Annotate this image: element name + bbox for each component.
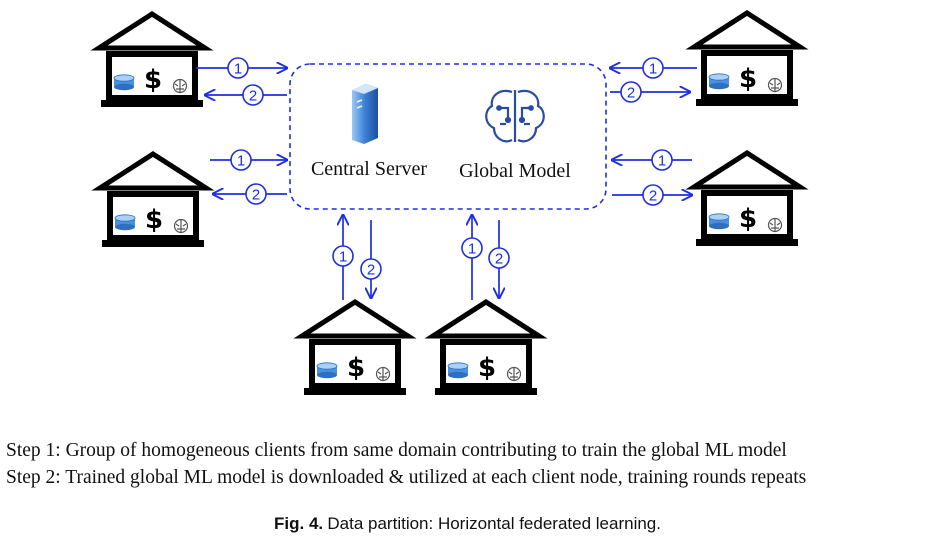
arrow-upload-top-left: 1 bbox=[196, 57, 287, 79]
figure-caption: Fig. 4. Data partition: Horizontal feder… bbox=[0, 514, 935, 534]
step-number: 1 bbox=[649, 61, 657, 78]
step-number: 2 bbox=[495, 251, 503, 268]
dollar-icon: $ bbox=[144, 65, 162, 95]
step-marker bbox=[642, 184, 664, 206]
roof bbox=[685, 150, 809, 190]
step-2-text: Step 2: Trained global ML model is downl… bbox=[6, 467, 807, 488]
step-marker bbox=[488, 247, 510, 269]
step-marker bbox=[227, 57, 249, 79]
step-marker bbox=[245, 183, 267, 205]
brain-icon bbox=[506, 366, 522, 382]
step-marker bbox=[651, 149, 673, 171]
building-base bbox=[696, 99, 798, 106]
caption-label: Fig. 4. bbox=[274, 514, 324, 533]
roof bbox=[685, 10, 809, 50]
step-marker bbox=[620, 81, 642, 103]
server-label: Central Server bbox=[311, 158, 427, 180]
dollar-icon: $ bbox=[739, 204, 757, 234]
client-middle-left: $ bbox=[91, 151, 215, 247]
building-base bbox=[101, 100, 203, 107]
arrow-download-top-left: 2 bbox=[205, 84, 287, 106]
database-icon bbox=[447, 362, 469, 379]
building-base bbox=[304, 388, 406, 395]
roof bbox=[293, 299, 417, 339]
step-marker bbox=[360, 258, 382, 280]
arrow-upload-bottom-right: 1 bbox=[461, 215, 483, 300]
step-number: 1 bbox=[237, 153, 245, 170]
arrow-download-middle-left: 2 bbox=[213, 183, 287, 205]
database-icon bbox=[708, 73, 730, 90]
dollar-icon: $ bbox=[478, 353, 496, 383]
building-base bbox=[102, 240, 204, 247]
brain-icon bbox=[172, 78, 188, 94]
arrow-download-bottom-left: 2 bbox=[360, 220, 382, 298]
arrow-upload-bottom-left: 1 bbox=[332, 215, 354, 300]
arrow-download-top-right: 2 bbox=[610, 81, 690, 103]
step-number: 2 bbox=[649, 188, 657, 205]
central-box bbox=[289, 63, 607, 210]
dollar-icon: $ bbox=[739, 64, 757, 94]
step-1-text: Step 1: Group of homogeneous clients fro… bbox=[6, 440, 787, 461]
server-icon bbox=[352, 84, 378, 144]
database-icon bbox=[114, 214, 136, 231]
step-marker bbox=[642, 57, 664, 79]
roof bbox=[90, 11, 214, 51]
dollar-icon: $ bbox=[145, 205, 163, 235]
arrow-upload-middle-right: 1 bbox=[612, 149, 692, 171]
step-number: 1 bbox=[658, 153, 666, 170]
brain-icon bbox=[767, 217, 783, 233]
step-number: 2 bbox=[627, 85, 635, 102]
building-base bbox=[435, 388, 537, 395]
building-body bbox=[106, 51, 198, 101]
roof bbox=[424, 299, 548, 339]
brain-circuit-icon bbox=[485, 89, 545, 143]
brain-icon bbox=[375, 366, 391, 382]
building-body bbox=[107, 191, 199, 241]
client-top-right: $ bbox=[685, 10, 809, 106]
building-body bbox=[440, 339, 532, 389]
step-descriptions: Step 1: Group of homogeneous clients fro… bbox=[6, 437, 931, 491]
building-base bbox=[696, 239, 798, 246]
brain-icon bbox=[767, 77, 783, 93]
model-label: Global Model bbox=[459, 160, 571, 182]
database-icon bbox=[316, 362, 338, 379]
client-top-left: $ bbox=[90, 11, 214, 107]
federated-learning-diagram: Central Server Global Model $$$$$$ 12121… bbox=[90, 10, 809, 395]
brain-icon bbox=[173, 218, 189, 234]
client-middle-right: $ bbox=[685, 150, 809, 246]
step-number: 2 bbox=[252, 187, 260, 204]
building-body bbox=[701, 50, 793, 100]
arrow-download-bottom-right: 2 bbox=[488, 220, 510, 298]
building-body bbox=[309, 339, 401, 389]
arrow-download-middle-right: 2 bbox=[612, 184, 692, 206]
database-icon bbox=[708, 213, 730, 230]
step-number: 2 bbox=[249, 88, 257, 105]
arrow-upload-middle-left: 1 bbox=[210, 149, 287, 171]
client-bottom-right: $ bbox=[424, 299, 548, 395]
step-number: 2 bbox=[367, 262, 375, 279]
caption-text: Data partition: Horizontal federated lea… bbox=[327, 514, 661, 533]
dollar-icon: $ bbox=[347, 353, 365, 383]
building-body bbox=[701, 190, 793, 240]
step-marker bbox=[230, 149, 252, 171]
roof bbox=[91, 151, 215, 191]
step-marker bbox=[242, 84, 264, 106]
step-number: 1 bbox=[234, 61, 242, 78]
step-number: 1 bbox=[468, 241, 476, 258]
client-bottom-left: $ bbox=[293, 299, 417, 395]
step-marker bbox=[461, 237, 483, 259]
arrow-upload-top-right: 1 bbox=[610, 57, 697, 79]
step-number: 1 bbox=[339, 249, 347, 266]
step-marker bbox=[332, 245, 354, 267]
database-icon bbox=[113, 74, 135, 91]
